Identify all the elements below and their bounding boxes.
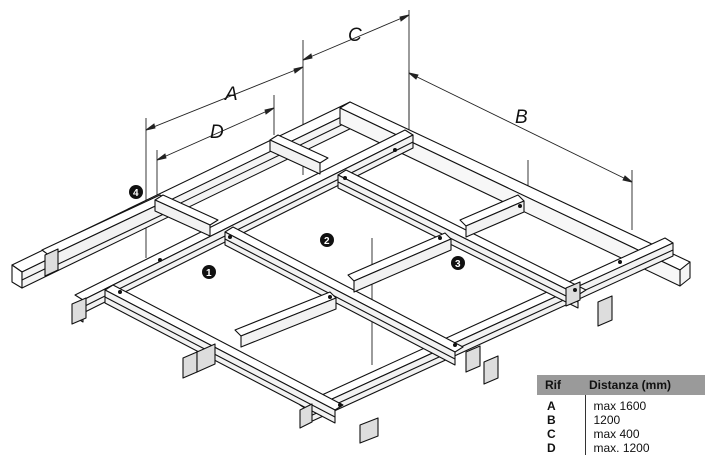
row-ref: D: [537, 441, 586, 455]
row-value: max 400: [593, 427, 640, 441]
row-value: max 1600: [593, 399, 647, 413]
table-row: A max 1600: [537, 395, 705, 413]
clip-holes: [118, 148, 622, 407]
column-header-distance: Distanza (mm): [585, 375, 705, 395]
long-tee-right: [337, 169, 587, 309]
cross-tee-1: [154, 194, 219, 237]
svg-text:4: 4: [133, 188, 139, 199]
dimension-lines: [145, 10, 633, 365]
row-ref: B: [537, 413, 586, 427]
table-row: D max. 1200: [537, 441, 705, 455]
cross-tee-4: [347, 232, 452, 293]
cross-tee-5: [459, 194, 525, 238]
cross-tee-2: [269, 134, 329, 175]
cross-tee-3: [234, 291, 337, 348]
row-value: max. 1200: [593, 441, 650, 455]
column-header-ref: Rif: [537, 375, 585, 395]
dimension-label-a: A: [224, 84, 238, 105]
reference-marker-2: 2: [320, 233, 334, 247]
table-row: C max 400: [537, 427, 705, 441]
row-ref: A: [537, 395, 586, 413]
reference-marker-1: 1: [202, 265, 216, 279]
grid-structure: [11, 101, 691, 444]
reference-marker-3: 3: [451, 256, 465, 270]
svg-text:2: 2: [324, 236, 330, 247]
dimension-label-d: D: [210, 122, 224, 143]
table-row: B 1200: [537, 413, 705, 427]
end-brackets: [44, 248, 613, 444]
cross-member-a: [41, 194, 169, 269]
svg-text:1: 1: [206, 268, 212, 279]
main-carrier-right: [339, 101, 691, 287]
main-tee-1: [74, 129, 414, 323]
svg-text:3: 3: [455, 259, 461, 270]
long-tee-mid: [224, 226, 464, 366]
row-ref: C: [537, 427, 586, 441]
dimension-label-c: C: [348, 25, 362, 46]
row-value: 1200: [593, 413, 621, 427]
spacing-table: Rif Distanza (mm) A max 1600 B 1200 C ma…: [537, 375, 705, 455]
reference-marker-4: 4: [129, 185, 143, 199]
table-header-row: Rif Distanza (mm): [537, 375, 705, 395]
long-tee-left: [104, 284, 344, 424]
dimension-label-b: B: [515, 107, 528, 128]
